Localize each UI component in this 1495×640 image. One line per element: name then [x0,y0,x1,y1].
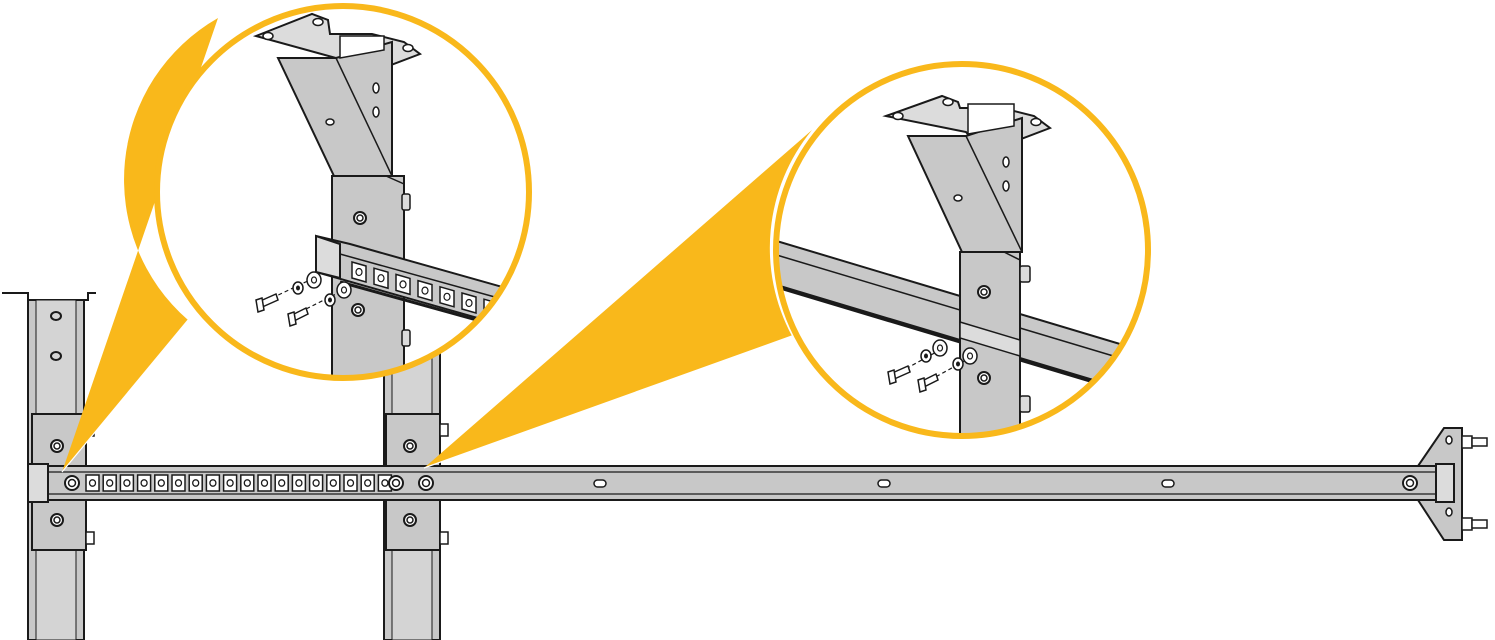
rail-slot [257,474,272,492]
rail-oval-holes [593,479,1175,488]
detail-left-rail-slots [351,261,499,321]
detail-rail-slot [439,285,455,308]
rail-end-bracket [1416,427,1488,541]
detail-right-screws [887,339,978,393]
rail-slot [222,474,238,492]
detail-rail-slot [373,267,389,290]
rail-slot [240,474,255,492]
rail-slot [326,474,341,492]
rail-slot [119,474,135,492]
rail-slot [205,474,221,492]
callout-cone-right [424,130,812,468]
detail-left-screws [255,271,352,327]
rail-slot [291,474,307,492]
rail-oval-hole [877,479,891,488]
rail-slot [343,474,358,492]
detail-circle-right [773,61,1151,439]
rail-slot [274,474,289,492]
detail-rail-slot [351,261,367,283]
horizontal-rail [27,463,1451,503]
detail-rail-slot [461,292,477,314]
rail-slot [171,474,186,492]
detail-circle-left [154,3,532,381]
rail-slot [154,474,169,492]
rail-slot-row [85,474,393,492]
rail-oval-hole [593,479,607,488]
detail-rail-slot [417,279,433,302]
rail-slot [360,474,375,492]
callout-leader-left [61,319,189,473]
detail-rail-slot [395,273,411,296]
rail-slot [85,474,100,492]
callout-leader-right [423,335,793,469]
rail-slot [102,474,117,492]
rail-slot [136,474,152,492]
rail-slot [308,474,324,492]
rail-slot [188,474,203,492]
rail-oval-hole [1161,479,1175,488]
